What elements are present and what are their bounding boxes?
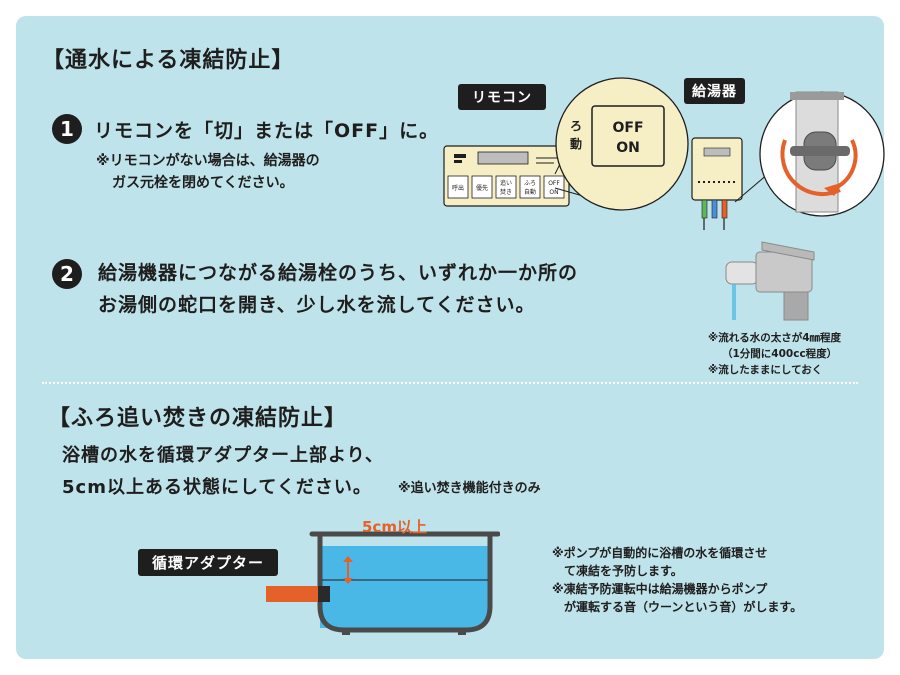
faucet-note-3: ※流したままにしておく xyxy=(708,364,823,376)
faucet-note-2: （1分間に400cc程度） xyxy=(722,348,838,360)
heater-label: 給湯器 xyxy=(684,78,745,104)
remote-label: リモコン xyxy=(458,84,546,110)
remote-button xyxy=(471,175,493,199)
step1-number: 1 xyxy=(52,114,82,144)
step1-note-line2: ガス元栓を閉めてください。 xyxy=(112,175,294,191)
remote-button-label: 焚き xyxy=(500,189,512,196)
step1-note-line1: ※リモコンがない場合は、給湯器の xyxy=(96,153,320,169)
remote-button-label: ON xyxy=(549,189,558,196)
remote-button-label: 呼出 xyxy=(452,184,464,192)
remote-button-label: 自動 xyxy=(524,188,536,196)
zoom-partial-text-2: 動 xyxy=(570,136,582,151)
section-divider xyxy=(42,382,858,384)
section2-line2: 5cm以上ある状態にしてください。 xyxy=(62,477,372,498)
side-note-2: て凍結を予防します。 xyxy=(552,564,683,578)
remote-button xyxy=(543,175,565,199)
section1-title: 【通水による凍結防止】 xyxy=(42,48,295,73)
faucet-note-1: ※流れる水の太さが4㎜程度 xyxy=(708,332,842,344)
level-label: 5cm以上 xyxy=(362,518,427,536)
faucet-illustration xyxy=(725,241,815,321)
remote-button-label: 追い xyxy=(500,179,512,187)
remote-button-label: 優先 xyxy=(476,184,488,192)
step2-line1: 給湯機器につながる給湯栓のうち、いずれか一か所の xyxy=(98,262,579,284)
gas-valve-zoom xyxy=(759,91,885,217)
step2-line2: お湯側の蛇口を開き、少し水を流してください。 xyxy=(98,294,536,316)
remote-button-label: ふろ xyxy=(524,180,536,187)
adapter-label: 循環アダプター xyxy=(138,549,279,576)
side-note-4: が運転する音（ウーンという音）がします。 xyxy=(552,600,803,614)
zoom-partial-text-1: ろ xyxy=(570,119,582,133)
side-note-1: ※ポンプが自動的に浴槽の水を循環させ xyxy=(552,546,768,560)
zoom-on-text: ON xyxy=(616,140,640,156)
remote-button xyxy=(519,175,541,199)
step1-text: リモコンを「切」または「OFF」に。 xyxy=(94,120,440,142)
remote-button xyxy=(447,175,469,199)
section2-line1: 浴槽の水を循環アダプター上部より、 xyxy=(62,445,384,466)
remote-button xyxy=(495,175,517,199)
step2-number: 2 xyxy=(52,259,82,289)
remote-button-label: OFF xyxy=(548,180,560,187)
zoom-off-text: OFF xyxy=(612,120,643,136)
section2-title: 【ふろ追い焚きの凍結防止】 xyxy=(48,406,348,431)
bathtub-illustration xyxy=(266,531,500,635)
side-note-3: ※凍結予防運転中は給湯機器からポンプ xyxy=(552,582,768,596)
zoom-circle: OFF ON ろ 動 xyxy=(554,77,689,211)
section2-line2-note: ※追い焚き機能付きのみ xyxy=(398,481,541,496)
